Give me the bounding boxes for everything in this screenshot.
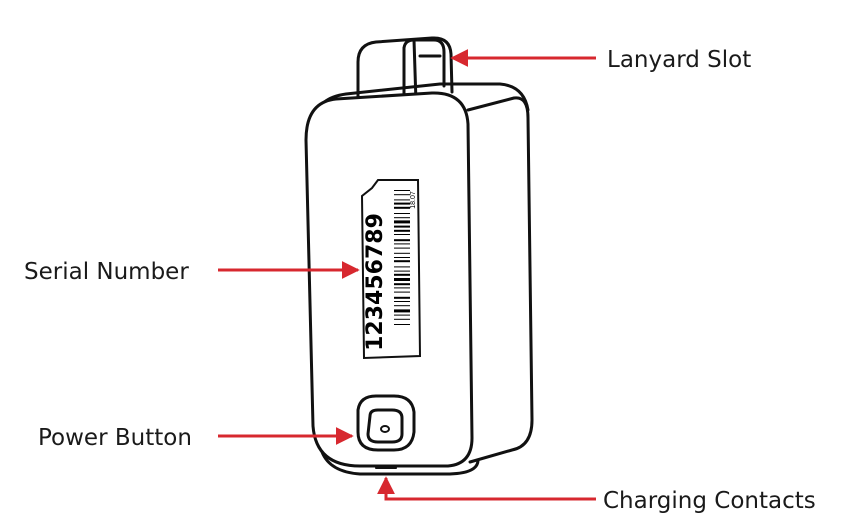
barcode-stripe <box>394 217 410 219</box>
serial-label: 123456789 18.07 <box>360 179 422 360</box>
barcode-stripe <box>394 239 410 242</box>
barcode-stripe <box>394 318 410 320</box>
callout-lines <box>218 49 596 501</box>
barcode-stripe <box>394 301 410 302</box>
barcode-stripe <box>394 206 410 209</box>
barcode-stripe <box>394 296 410 299</box>
barcode-stripe <box>394 234 410 235</box>
barcode-stripe <box>394 220 410 224</box>
barcode-stripe <box>394 229 410 232</box>
barcode-stripe <box>394 194 410 196</box>
barcode-stripe <box>394 270 410 272</box>
barcode <box>394 190 410 325</box>
barcode-stripe <box>394 199 410 201</box>
barcode-stripe <box>394 190 410 191</box>
lanyard-loop <box>356 36 454 106</box>
power-button[interactable] <box>356 394 416 452</box>
lanyard-slot-label: Lanyard Slot <box>607 47 751 73</box>
barcode-stripe <box>394 202 410 205</box>
barcode-stripe <box>394 260 410 263</box>
barcode-stripe <box>394 247 410 249</box>
barcode-stripe <box>394 278 410 281</box>
serial-number-text: 123456789 <box>363 213 388 351</box>
barcode-stripe <box>394 324 410 325</box>
barcode-stripe <box>394 213 410 214</box>
date-code-text: 18.07 <box>410 191 417 209</box>
barcode-stripe <box>394 257 410 258</box>
barcode-stripe <box>394 283 410 286</box>
barcode-stripe <box>394 291 410 293</box>
serial-number-label: Serial Number <box>24 259 189 285</box>
barcode-stripe <box>394 305 410 307</box>
barcode-stripe <box>394 243 410 245</box>
barcode-stripe <box>394 287 410 289</box>
barcode-stripe <box>394 225 410 228</box>
power-button-label: Power Button <box>38 425 192 451</box>
barcode-stripe <box>394 266 410 268</box>
charging-contacts-label: Charging Contacts <box>603 488 816 514</box>
barcode-stripe <box>394 309 410 313</box>
barcode-stripe <box>394 252 410 254</box>
barcode-stripe <box>394 314 410 316</box>
barcode-stripe <box>394 273 410 276</box>
charging-callout-arrow <box>377 476 596 501</box>
